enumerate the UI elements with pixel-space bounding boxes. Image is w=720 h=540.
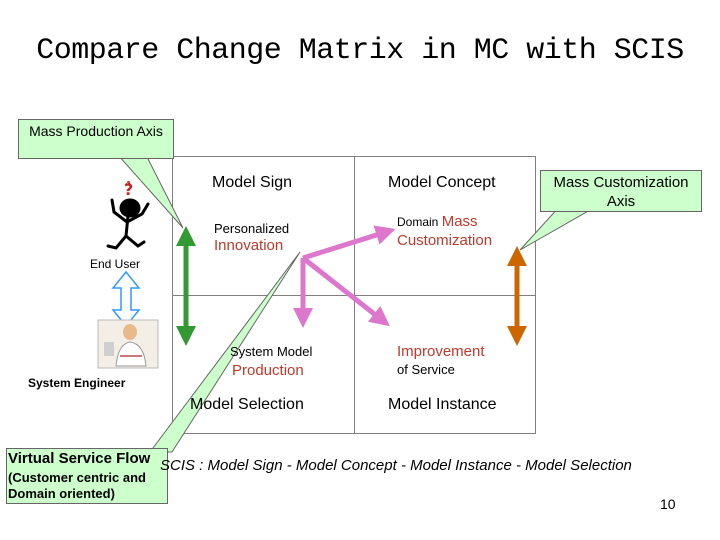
system-engineer-figure: [97, 319, 159, 369]
page-title: Compare Change Matrix in MC with SCIS: [36, 34, 684, 68]
pink-flow-arrows: [293, 225, 396, 328]
mass-production-label: Mass Production Axis: [29, 123, 163, 139]
model-sign-label: Model Sign: [212, 174, 293, 191]
scis-sequence-text: SCIS : Model Sign - Model Concept - Mode…: [160, 457, 632, 474]
question-glyph: ?ٌ: [124, 182, 134, 199]
domain-mass-label: Domain Mass: [397, 213, 478, 230]
virtual-service-flow-callout: [6, 448, 168, 504]
user-engineer-arrow: [111, 270, 141, 328]
mass-customization-callout-tail: [519, 205, 592, 251]
mass-production-callout: Mass Production Axis: [18, 119, 174, 159]
mass-customization-label: Mass Customization Axis: [553, 174, 689, 210]
innovation-label: Innovation: [214, 237, 284, 254]
personalized-label: Personalized: [214, 221, 290, 236]
end-user-label: End User: [90, 257, 141, 271]
production-label: Production: [232, 362, 304, 379]
customization-label: Customization: [397, 232, 493, 249]
system-model-label: System Model: [230, 344, 313, 359]
end-user-figure: [106, 198, 150, 250]
page-number: 10: [660, 496, 676, 512]
model-selection-label: Model Selection: [190, 396, 304, 413]
model-instance-label: Model Instance: [388, 396, 497, 413]
mass-customization-callout: Mass Customization Axis: [540, 170, 702, 212]
model-concept-label: Model Concept: [388, 174, 496, 191]
system-engineer-label: System Engineer: [28, 376, 126, 390]
improvement-label: Improvement: [397, 343, 485, 360]
mass-word: Mass: [441, 213, 478, 230]
virtual-service-flow-label: Virtual Service Flow: [8, 450, 151, 467]
customer-centric-line1: (Customer centric and: [8, 470, 146, 485]
domain-prefix: Domain: [397, 215, 439, 229]
of-service-label: of Service: [397, 362, 455, 377]
customer-centric-line2: Domain oriented): [8, 486, 115, 501]
